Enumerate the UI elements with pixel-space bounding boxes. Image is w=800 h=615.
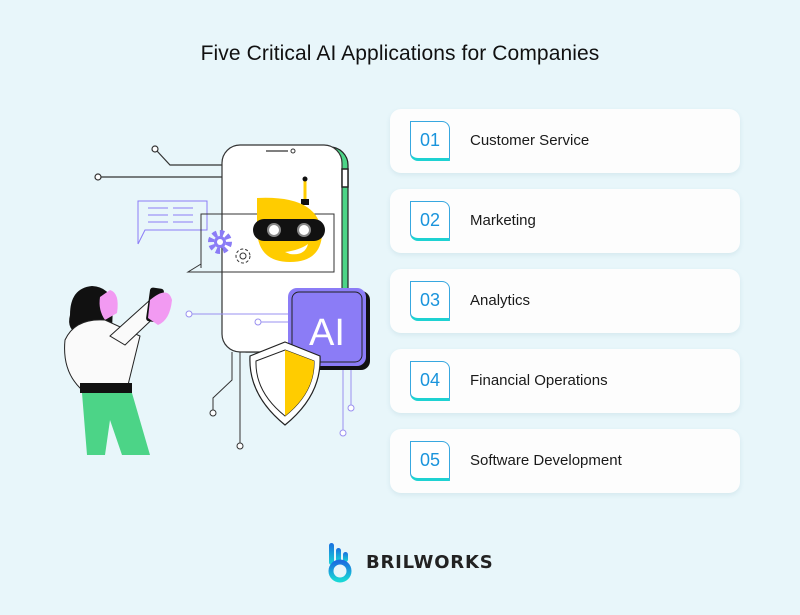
number-badge: 03: [410, 281, 450, 321]
application-label: Software Development: [470, 452, 622, 469]
application-label: Customer Service: [470, 132, 590, 149]
chat-bubble-icon: [137, 200, 208, 245]
application-card-software-development: 05 Software Development: [390, 429, 740, 493]
ai-chip-icon: AI: [288, 288, 370, 370]
application-card-marketing: 02 Marketing: [390, 189, 740, 253]
applications-list: 01 Customer Service 02 Marketing 03 Anal…: [390, 109, 740, 509]
shield-icon: [249, 341, 321, 426]
ai-illustration: AI: [64, 144, 370, 455]
gear-icon: [208, 230, 251, 264]
application-card-analytics: 03 Analytics: [390, 269, 740, 333]
application-card-customer-service: 01 Customer Service: [390, 109, 740, 173]
brand-logo: BRILWORKS: [326, 540, 493, 584]
application-label: Financial Operations: [470, 372, 608, 389]
circuit-lines-icon: [94, 145, 222, 181]
brilworks-logo-icon: [328, 543, 352, 583]
number-badge: 02: [410, 201, 450, 241]
ai-badge-text: AI: [309, 312, 345, 354]
application-label: Analytics: [470, 292, 531, 309]
application-card-financial-operations: 04 Financial Operations: [390, 349, 740, 413]
number-badge: 05: [410, 441, 450, 481]
application-label: Marketing: [470, 212, 536, 229]
brand-name: BRILWORKS: [366, 551, 494, 573]
person-with-phone: [64, 286, 172, 455]
page-title: Five Critical AI Applications for Compan…: [200, 42, 600, 65]
robot-icon: [253, 176, 325, 262]
number-badge: 04: [410, 361, 450, 401]
number-badge: 01: [410, 121, 450, 161]
